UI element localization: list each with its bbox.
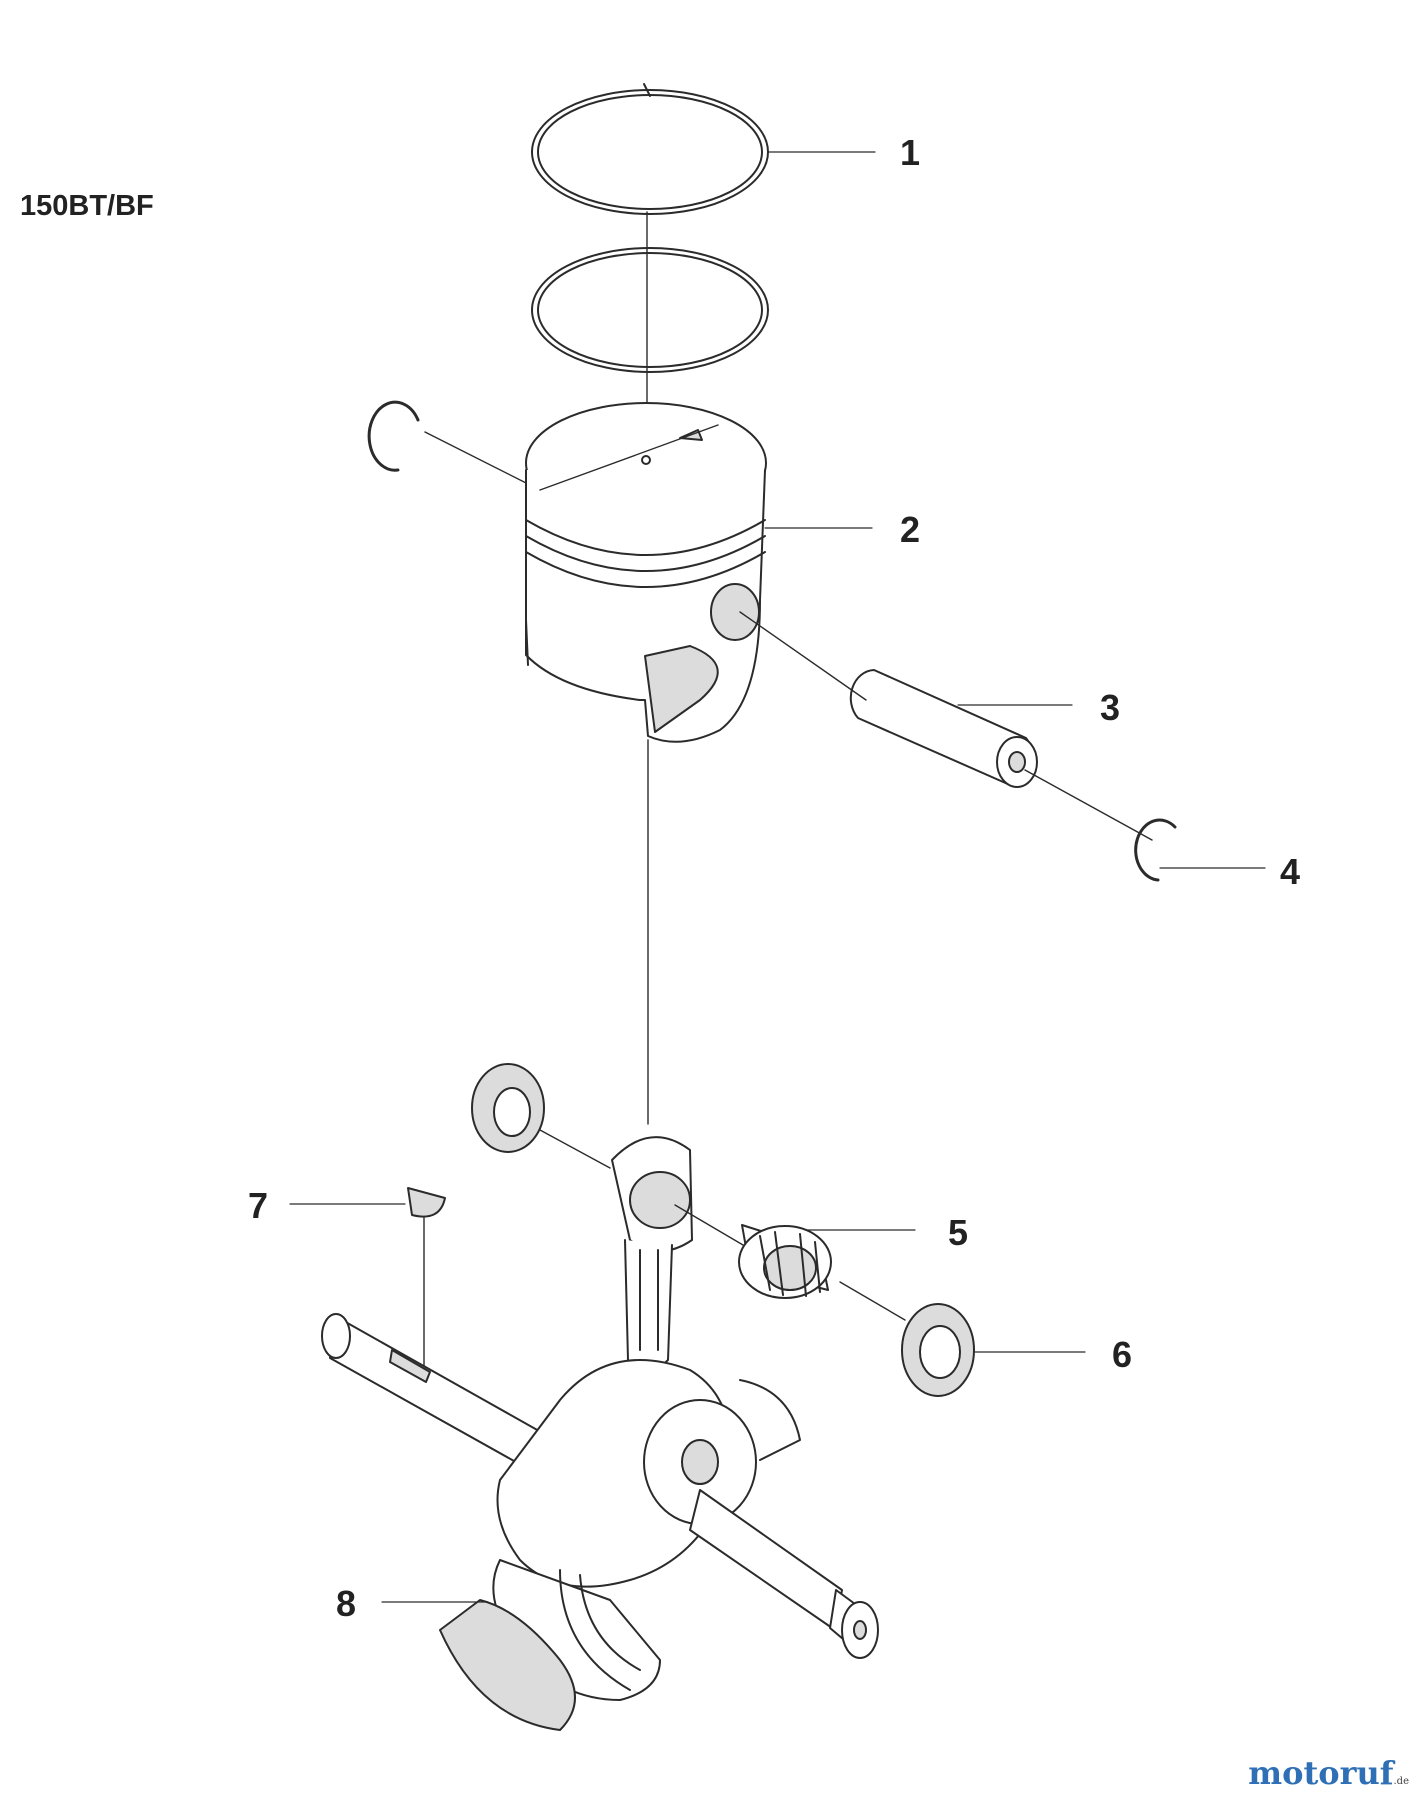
callout-3: 3 xyxy=(1100,687,1120,728)
watermark-brand: motoruf xyxy=(1248,1754,1394,1792)
callout-6: 6 xyxy=(1112,1334,1132,1375)
piston-ring-lower xyxy=(531,247,769,373)
callout-8: 8 xyxy=(336,1583,356,1624)
model-label: 150BT/BF xyxy=(20,190,154,222)
seal-ring xyxy=(471,1063,611,1169)
piston-pin xyxy=(739,611,1153,841)
woodruff-key xyxy=(407,1187,446,1367)
piston xyxy=(525,402,767,743)
callout-7: 7 xyxy=(248,1185,268,1226)
callout-4: 4 xyxy=(1280,851,1300,892)
callout-1: 1 xyxy=(900,132,920,173)
circlip-left xyxy=(367,400,541,491)
watermark-tld: .de xyxy=(1393,1776,1410,1787)
crankshaft xyxy=(321,1313,879,1731)
brand-watermark: motoruf.de xyxy=(1248,1754,1409,1792)
connecting-rod xyxy=(611,1136,761,1371)
needle-bearing xyxy=(738,1224,906,1321)
callout-2: 2 xyxy=(900,509,920,550)
circlip-right xyxy=(1134,818,1177,882)
washer xyxy=(901,1303,975,1397)
piston-ring-upper xyxy=(531,83,769,215)
callout-5: 5 xyxy=(948,1212,968,1253)
